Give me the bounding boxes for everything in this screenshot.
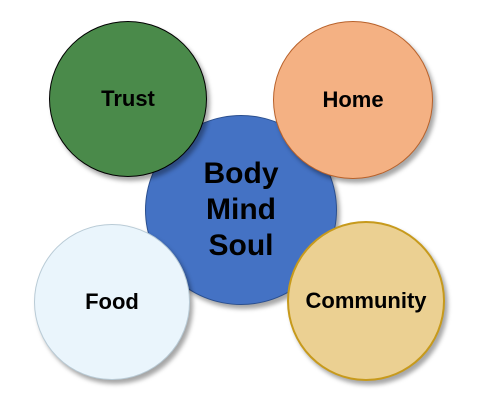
home-circle: Home [273,21,433,179]
trust-circle: Trust [49,21,207,177]
center-line-mind: Mind [206,193,276,226]
community-label: Community [305,288,427,313]
food-label: Food [85,289,139,314]
center-line-soul: Soul [208,229,274,262]
center-line-body: Body [203,157,279,190]
trust-label: Trust [101,86,155,111]
food-circle: Food [34,224,190,380]
home-label: Home [322,87,384,112]
center-label: Body Mind Soul [204,156,279,264]
community-circle: Community [287,221,445,381]
